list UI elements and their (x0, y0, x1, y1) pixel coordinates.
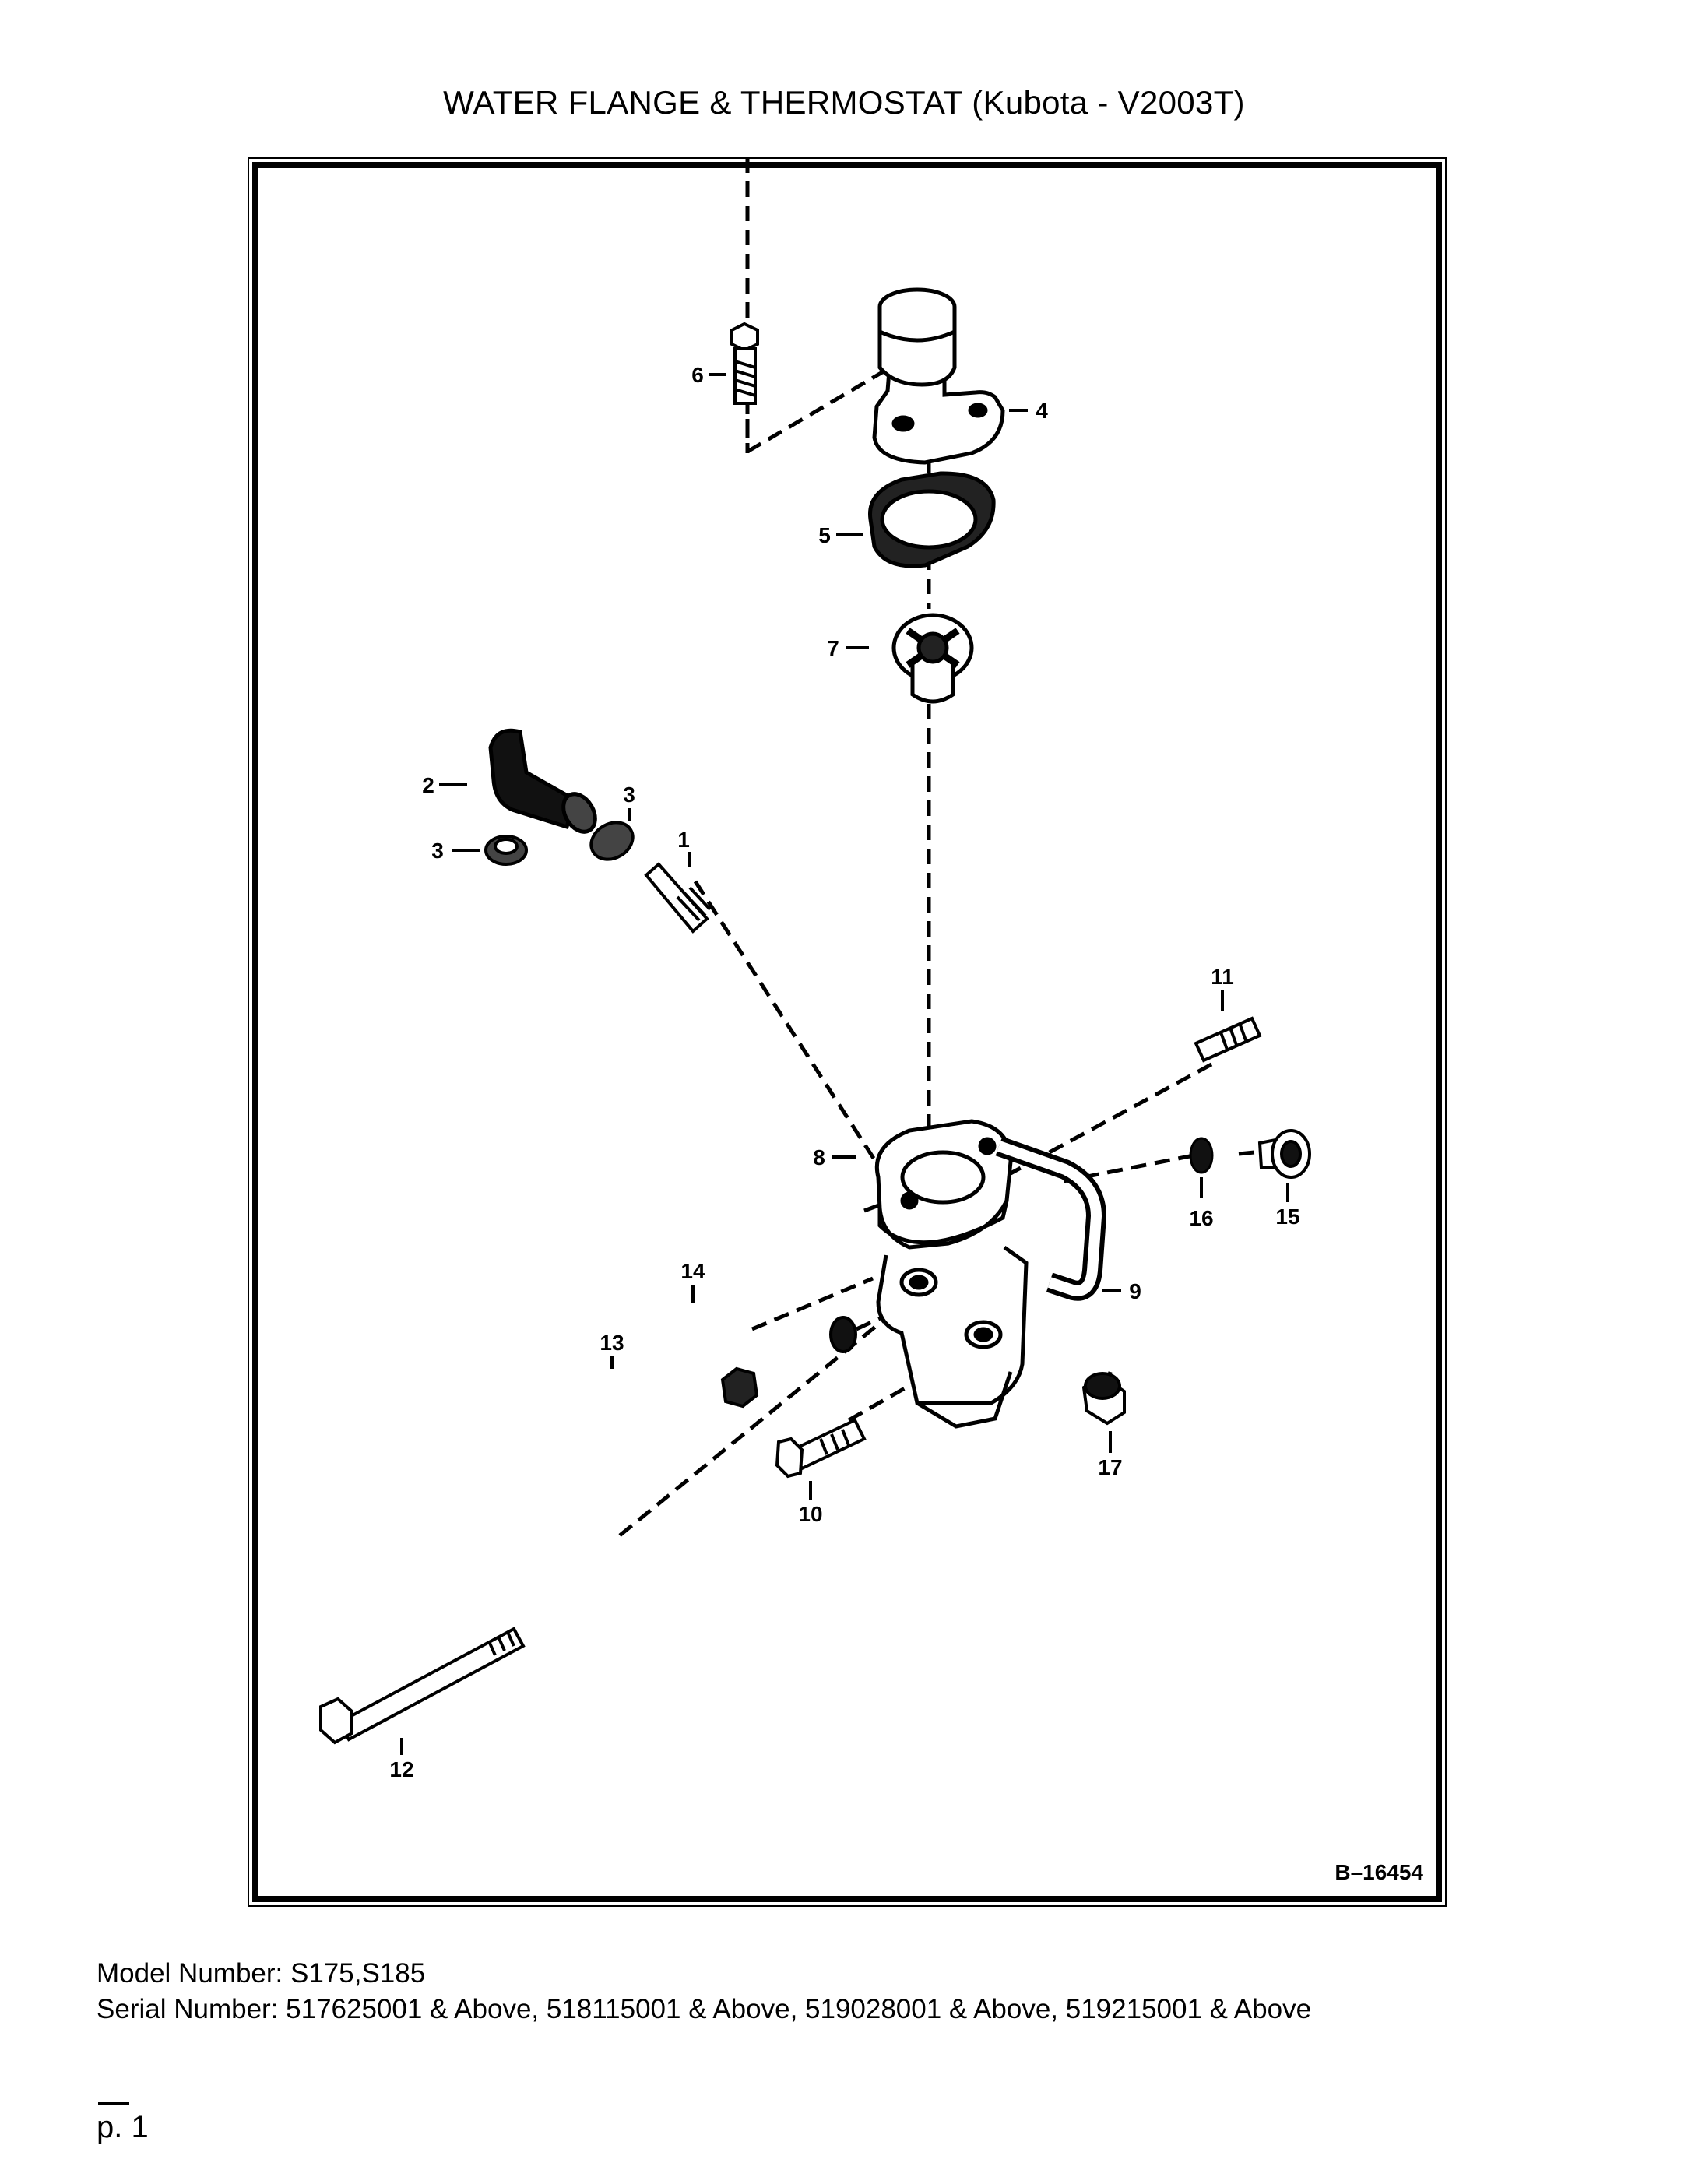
callout-13: 13 (600, 1331, 624, 1355)
flange-body-8 (874, 1119, 1029, 1429)
callout-8: 8 (813, 1145, 825, 1169)
serial-number: Serial Number: 517625001 & Above, 518115… (97, 1994, 1312, 2024)
clamp-3-right (589, 821, 635, 861)
callout-14: 14 (680, 1259, 705, 1283)
stud-11 (1194, 1016, 1262, 1063)
leader-lines (400, 373, 1289, 1755)
figure-id: B–16454 (1335, 1860, 1423, 1884)
callout-11: 11 (1211, 965, 1234, 989)
plug-15 (1257, 1129, 1311, 1179)
elbow-hose-2 (488, 728, 597, 834)
water-flange-4 (872, 287, 1005, 465)
callout-4: 4 (1036, 399, 1048, 423)
nut-13 (720, 1366, 759, 1409)
washer-16 (1189, 1137, 1214, 1174)
page-divider (98, 2102, 129, 2105)
model-number: Model Number: S175,S185 (97, 1958, 426, 1989)
outer-border (248, 157, 1447, 1907)
parts-diagram: 1 2 3 3 4 5 6 7 8 9 10 11 12 13 14 15 16… (248, 157, 1447, 1907)
bolt-10 (775, 1418, 867, 1479)
footer-info: Model Number: S175,S185 Serial Number: 5… (97, 1956, 1311, 2027)
callout-3-left: 3 (431, 839, 444, 863)
gasket-5 (868, 471, 996, 568)
fitting-1 (644, 862, 712, 934)
callout-7: 7 (827, 636, 839, 660)
callout-2: 2 (422, 773, 434, 797)
nut-14 (829, 1316, 857, 1353)
bypass-pipe-9 (995, 1136, 1107, 1301)
callout-9: 9 (1129, 1279, 1141, 1303)
callout-17: 17 (1098, 1455, 1122, 1479)
callout-15: 15 (1275, 1205, 1299, 1229)
page-title: WATER FLANGE & THERMOSTAT (Kubota - V200… (443, 84, 1245, 121)
callout-12: 12 (389, 1757, 413, 1781)
thermostat-7 (891, 613, 974, 704)
callout-16: 16 (1189, 1206, 1213, 1230)
bolt-6 (730, 322, 759, 405)
bolt-17 (1081, 1372, 1126, 1426)
callout-3-right: 3 (623, 783, 635, 807)
clamp-3-left (484, 835, 528, 866)
callout-5: 5 (818, 523, 831, 547)
page-number: p. 1 (97, 2110, 149, 2144)
inner-border (252, 162, 1442, 1902)
callout-1: 1 (677, 828, 690, 852)
callout-10: 10 (798, 1502, 822, 1526)
bolt-12 (319, 1627, 526, 1745)
callout-6: 6 (691, 363, 704, 387)
